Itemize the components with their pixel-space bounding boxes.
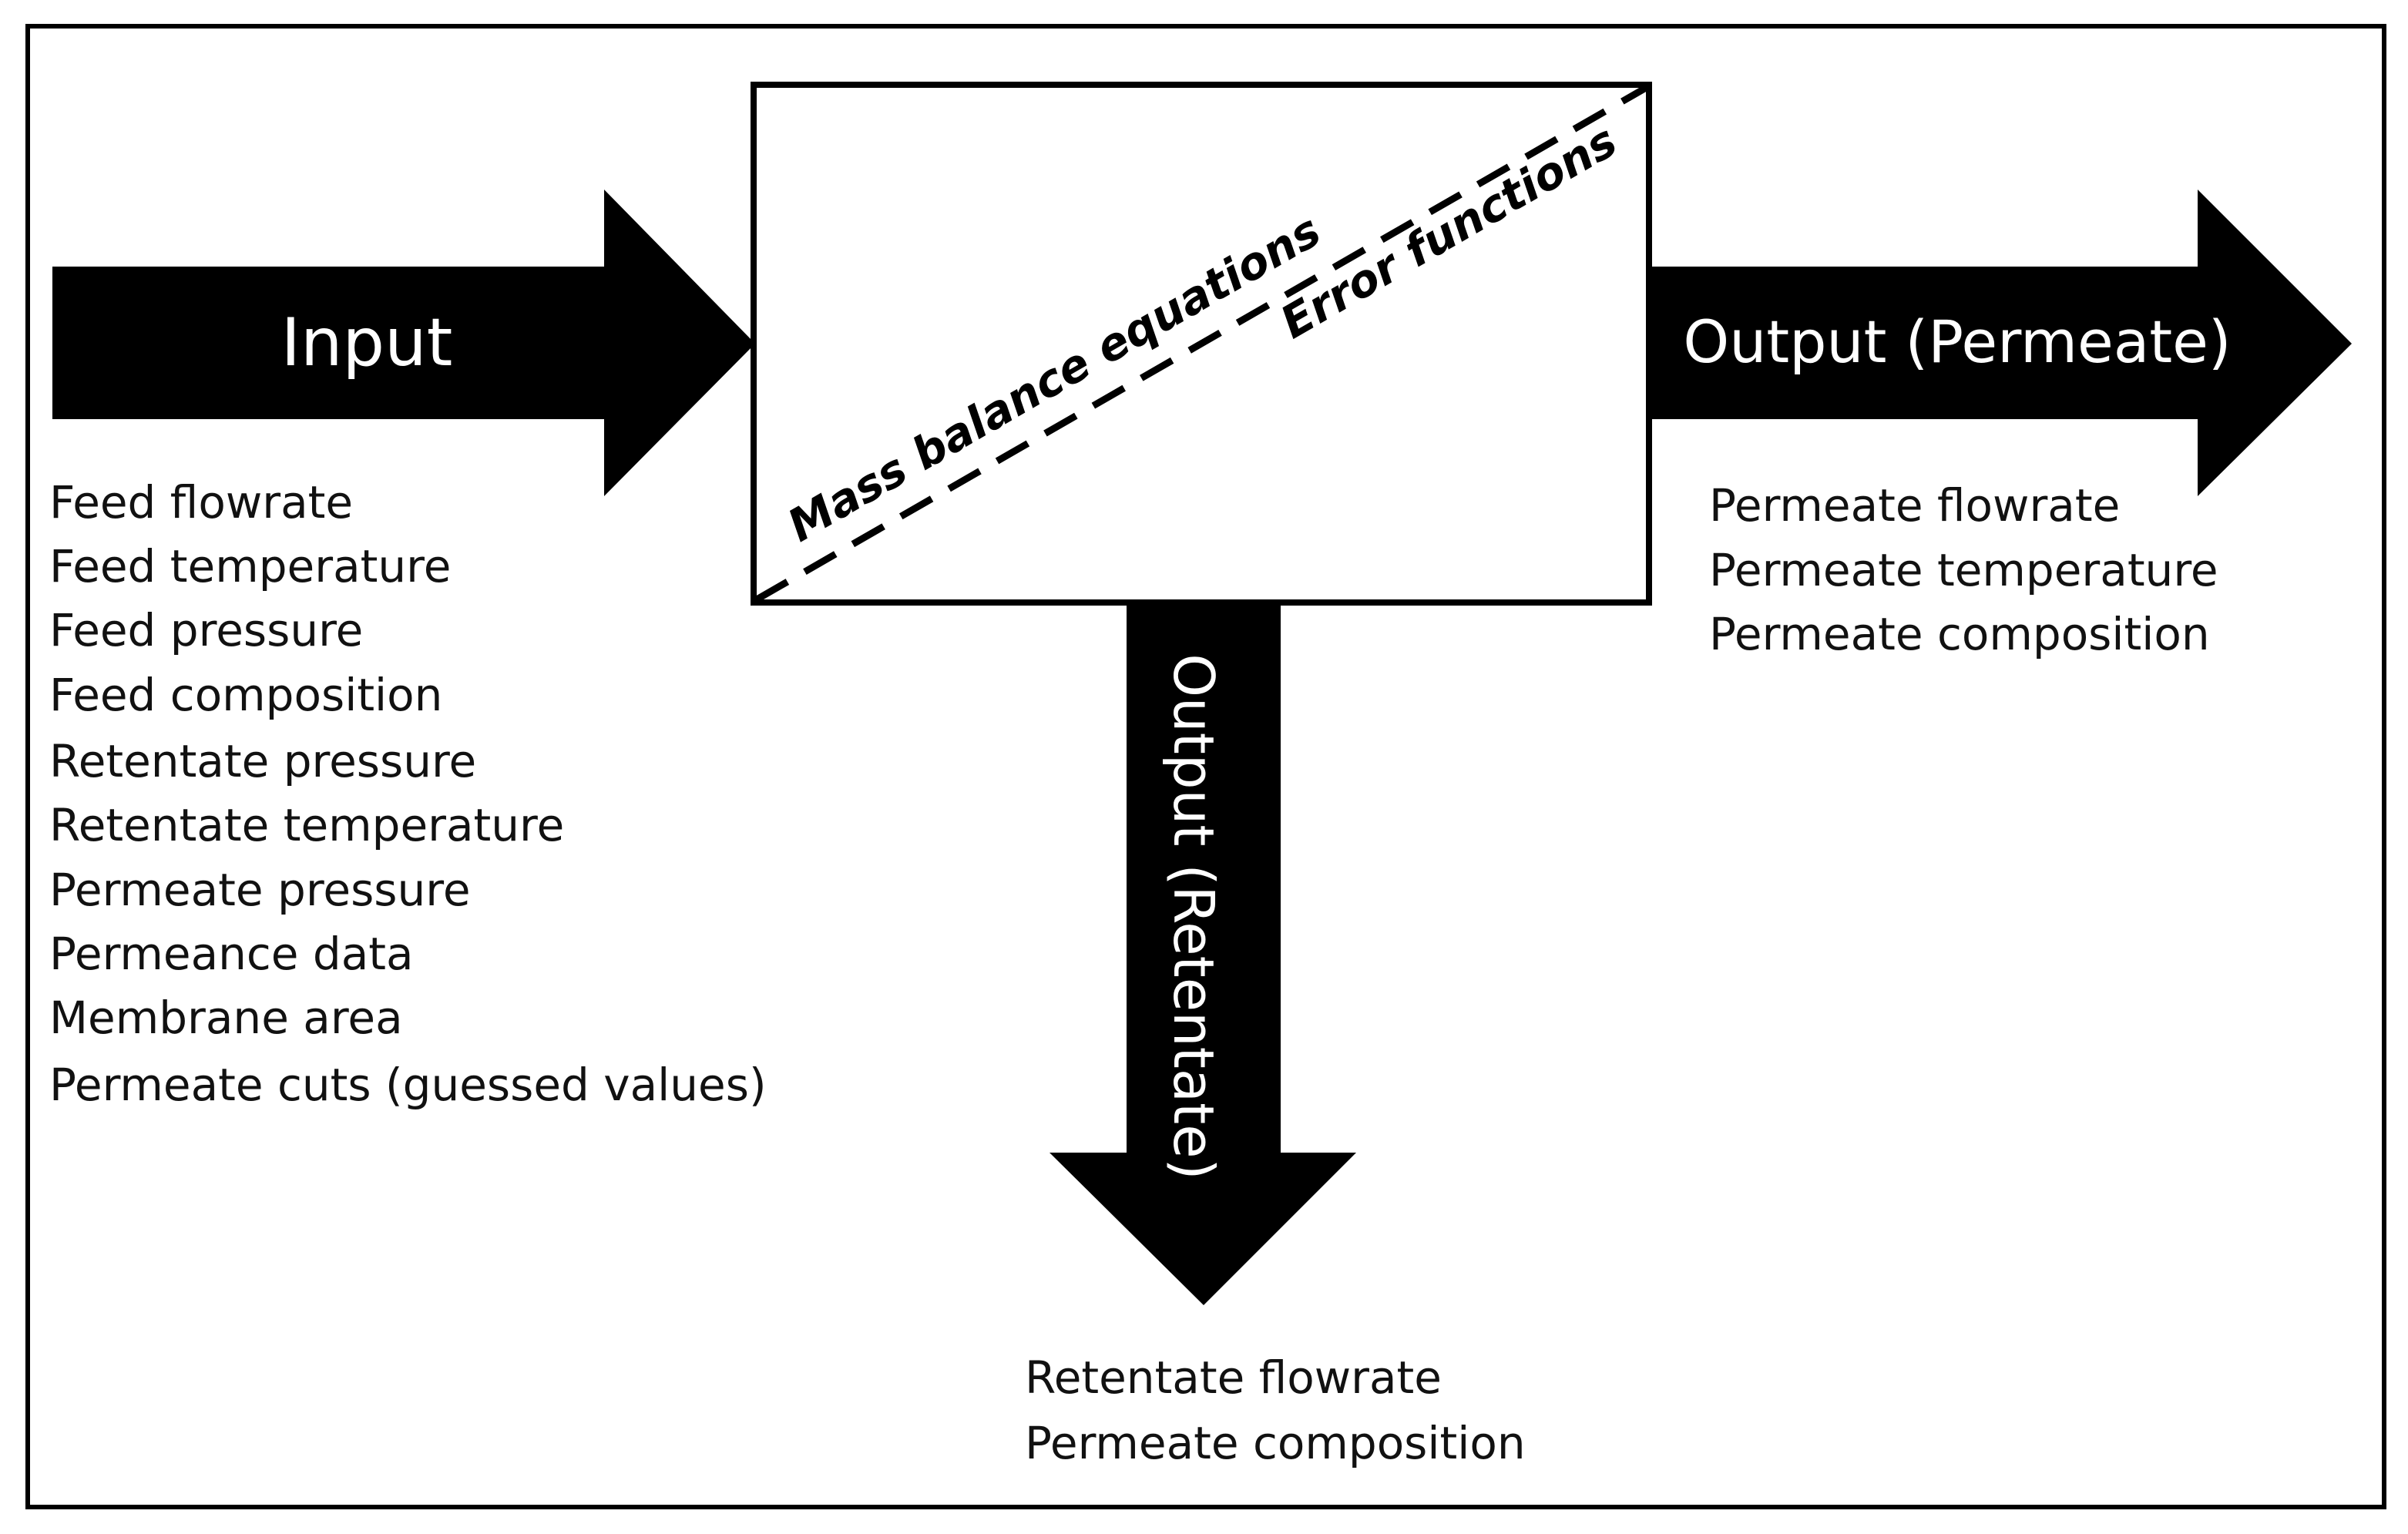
retentate-output-item: Permeate composition bbox=[1025, 1417, 1526, 1469]
input-item: Feed pressure bbox=[49, 604, 363, 656]
retentate-output-list: Retentate flowrate Permeate composition bbox=[1025, 1351, 1526, 1469]
permeate-arrow-label: Output (Permeate) bbox=[1683, 307, 2231, 376]
retentate-output-item: Retentate flowrate bbox=[1025, 1351, 1442, 1404]
retentate-arrow bbox=[1050, 603, 1356, 1305]
input-arrow-label: Input bbox=[281, 304, 453, 381]
input-list: Feed flowrate Feed temperature Feed pres… bbox=[49, 476, 767, 1111]
retentate-arrow-label: Output (Retentate) bbox=[1161, 653, 1226, 1180]
input-item: Permeate pressure bbox=[49, 864, 471, 916]
outer-frame bbox=[25, 24, 2386, 1509]
permeate-output-list: Permeate flowrate Permeate temperature P… bbox=[1709, 479, 2218, 660]
input-item: Permeance data bbox=[49, 928, 414, 980]
input-item: Retentate pressure bbox=[49, 735, 476, 787]
input-item: Permeate cuts (guessed values) bbox=[49, 1059, 767, 1111]
input-item: Feed temperature bbox=[49, 540, 451, 592]
input-item: Membrane area bbox=[49, 992, 403, 1044]
permeate-output-item: Permeate flowrate bbox=[1709, 479, 2120, 532]
input-item: Feed composition bbox=[49, 669, 442, 721]
permeate-output-item: Permeate composition bbox=[1709, 608, 2210, 660]
box-diagonal-divider bbox=[754, 85, 1648, 603]
permeate-output-item: Permeate temperature bbox=[1709, 544, 2218, 596]
permeate-arrow bbox=[1649, 190, 2352, 496]
input-item: Retentate temperature bbox=[49, 799, 564, 851]
input-arrow bbox=[52, 190, 755, 496]
input-item: Feed flowrate bbox=[49, 476, 353, 529]
